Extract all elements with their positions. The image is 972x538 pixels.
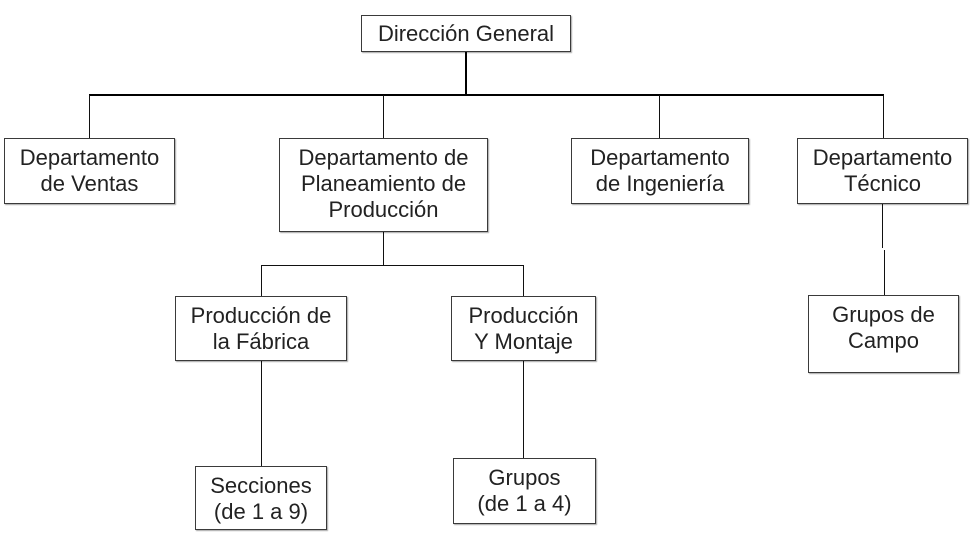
node-label-line: Departamento de: [298, 145, 469, 170]
node-label-line: Departamento: [590, 145, 730, 170]
node-grupos: Grupos (de 1 a 4): [453, 458, 596, 524]
node-produccion-montaje: Producción Y Montaje: [451, 296, 596, 361]
connector-ingenieria: [659, 95, 660, 139]
node-label-line: Departamento: [812, 145, 953, 170]
node-label-line: de Ventas: [40, 171, 139, 196]
connector-root-down: [465, 51, 467, 94]
connector-planeamiento: [383, 95, 384, 139]
connector-tecnico: [883, 95, 884, 139]
node-departamento-planeamiento: Departamento de Planeamiento de Producci…: [279, 138, 488, 232]
node-label-line: de Ingeniería: [595, 171, 725, 196]
node-label-line: Producción de: [190, 303, 332, 328]
node-label-line: Planeamiento de: [300, 171, 467, 196]
node-label-line: Y Montaje: [474, 329, 573, 354]
connector-montaje: [523, 265, 524, 297]
node-departamento-tecnico: Departamento Técnico: [797, 138, 968, 204]
node-grupos-campo: Grupos de Campo: [808, 295, 959, 373]
connector-ventas: [89, 95, 90, 139]
node-label-line: (de 1 a 9): [213, 499, 309, 524]
connector-tecnico-campo-upper: [882, 203, 883, 248]
node-secciones: Secciones (de 1 a 9): [195, 466, 327, 530]
node-label-line: Producción: [468, 303, 579, 328]
node-label-line: Departamento: [19, 145, 160, 170]
node-departamento-ventas: Departamento de Ventas: [4, 138, 175, 204]
node-departamento-ingenieria: Departamento de Ingeniería: [571, 138, 749, 204]
node-label-line: Técnico: [843, 171, 922, 196]
node-label-line: Producción: [328, 197, 439, 222]
node-label-line: Secciones: [210, 473, 312, 498]
connector-fabrica: [261, 265, 262, 297]
node-label-line: Grupos: [488, 465, 561, 490]
connector-montaje-grupos: [523, 360, 524, 459]
node-label-line: Grupos de: [832, 302, 935, 327]
connector-tecnico-campo-lower: [884, 250, 885, 296]
node-label-line: la Fábrica: [212, 329, 310, 354]
connector-planeamiento-down: [383, 231, 384, 265]
node-produccion-fabrica: Producción de la Fábrica: [175, 296, 347, 361]
node-label: Dirección General: [377, 21, 555, 46]
node-direccion-general: Dirección General: [361, 15, 571, 52]
connector-fabrica-secciones: [261, 360, 262, 466]
connector-level1-bus: [89, 94, 884, 96]
connector-level2-bus: [261, 265, 523, 266]
node-label-line: Campo: [848, 328, 919, 353]
node-label-line: (de 1 a 4): [477, 491, 572, 516]
